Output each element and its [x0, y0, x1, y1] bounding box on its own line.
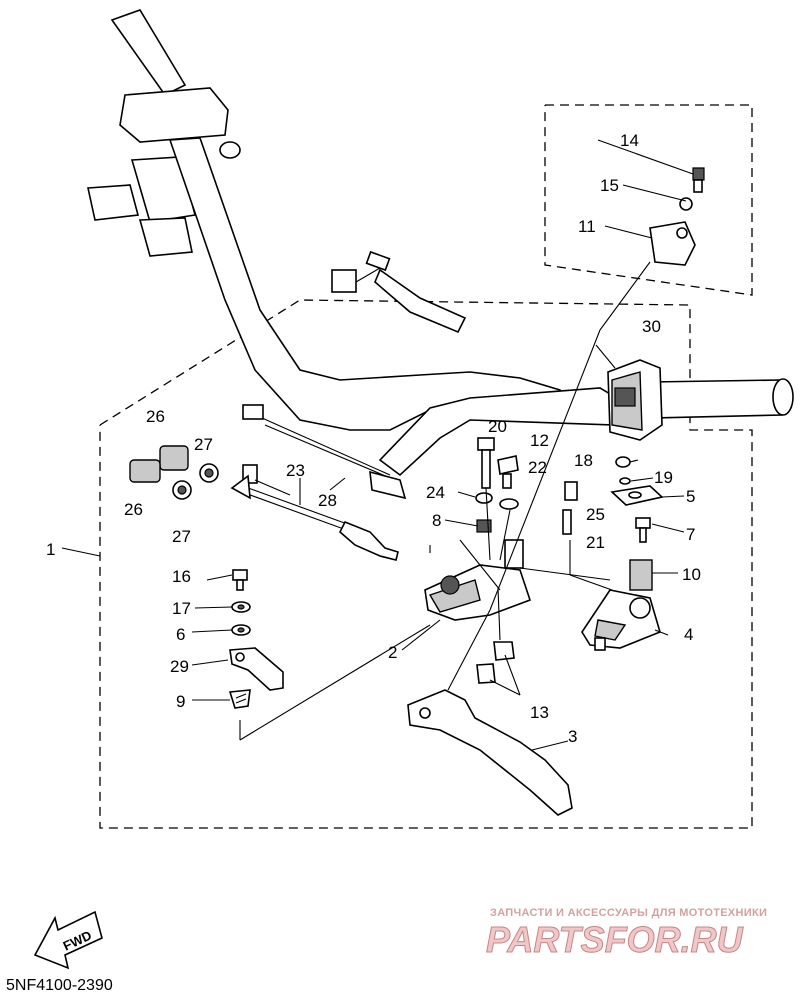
assembly-frame-switch [544, 104, 753, 296]
handlebar [87, 9, 794, 477]
callout-4: 4 [684, 625, 693, 644]
callout-21: 21 [586, 533, 605, 552]
callout-5: 5 [686, 487, 695, 506]
callout-29: 29 [170, 657, 189, 676]
callout-28: 28 [318, 491, 337, 510]
callout-24: 24 [426, 483, 445, 502]
switch-wire [331, 250, 467, 334]
fwd-arrow: FWD [33, 910, 103, 970]
callout-2: 2 [388, 643, 397, 662]
callout-23: 23 [286, 461, 305, 480]
diagram-code: 5NF4100-2390 [6, 977, 113, 994]
nuts [476, 641, 515, 684]
callout-17: 17 [172, 599, 191, 618]
callout-3: 3 [568, 727, 577, 746]
watermark-logo: PARTSFOR.RU [486, 919, 744, 960]
callout-6: 6 [176, 625, 185, 644]
callout-22: 22 [528, 458, 547, 477]
throttle-housing [607, 359, 663, 441]
callout-9: 9 [176, 692, 185, 711]
lever-holder [581, 589, 661, 651]
callouts: 1 2 3 4 5 6 7 8 9 10 11 12 13 14 15 16 1… [46, 131, 701, 746]
callout-26-top: 26 [146, 407, 165, 426]
callout-8: 8 [432, 511, 441, 530]
cables [230, 404, 407, 561]
lever-bracket [424, 539, 532, 621]
leader-lines [61, 139, 694, 751]
watermark: ЗАПЧАСТИ И АКСЕССУАРЫ ДЛЯ МОТОТЕХНИКИ PA… [486, 907, 767, 961]
adjusters [129, 445, 219, 500]
assembly-frame-main [99, 299, 753, 829]
callout-11: 11 [578, 217, 596, 236]
switch-plate-parts [562, 456, 664, 591]
callout-7: 7 [686, 525, 695, 544]
switch-parts [649, 167, 705, 266]
clutch-lever [407, 689, 573, 816]
left-small-parts [228, 569, 284, 709]
callout-12: 12 [530, 431, 549, 450]
callout-27-bottom: 27 [172, 527, 191, 546]
callout-10: 10 [682, 565, 701, 584]
bolts [475, 437, 519, 561]
callout-14: 14 [620, 131, 639, 150]
callout-30: 30 [642, 317, 661, 336]
callout-1: 1 [46, 540, 55, 559]
callout-13: 13 [530, 703, 549, 722]
callout-20: 20 [488, 417, 507, 436]
callout-18: 18 [574, 451, 593, 470]
callout-26-bottom: 26 [124, 500, 143, 519]
callout-27-top: 27 [194, 435, 213, 454]
watermark-tagline: ЗАПЧАСТИ И АКСЕССУАРЫ ДЛЯ МОТОТЕХНИКИ [490, 907, 767, 919]
callout-15: 15 [600, 176, 619, 195]
callout-25: 25 [586, 505, 605, 524]
callout-19: 19 [654, 468, 673, 487]
callout-16: 16 [172, 567, 191, 586]
